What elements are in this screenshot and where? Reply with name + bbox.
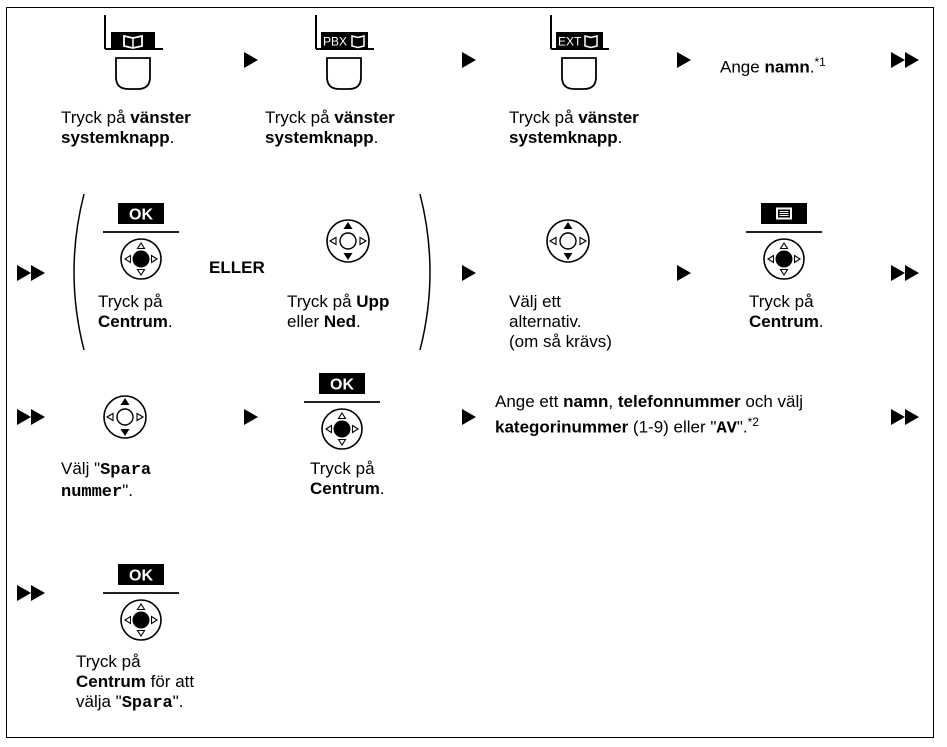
menu-key-center-press-icon — [746, 203, 822, 280]
arrow-right-icon — [462, 265, 476, 281]
step-8-text: Välj "Spara nummer". — [61, 459, 152, 502]
step-1-text: Tryck på vänster systemknapp. — [61, 108, 191, 147]
double-arrow-right-icon — [891, 409, 919, 425]
step-5-text: Tryck på Centrum. — [98, 292, 173, 331]
step-9-text: Tryck på Centrum. — [310, 459, 385, 498]
ok-label: OK — [129, 207, 153, 224]
left-soft-key-phonebook-icon — [104, 15, 163, 90]
ok-key-center-press-icon: OK — [103, 564, 179, 641]
ok-label: OK — [330, 377, 354, 394]
step-10-text: Ange ett namn, telefonnummer och välj ka… — [495, 392, 804, 439]
double-arrow-right-icon — [17, 265, 45, 281]
navigator-up-down-icon — [326, 219, 370, 263]
left-soft-key-pbx-phonebook-icon: PBX — [315, 15, 374, 90]
instruction-frame — [6, 7, 934, 738]
arrow-right-icon — [462, 52, 476, 68]
double-arrow-right-icon — [17, 409, 45, 425]
ok-label: OK — [129, 568, 153, 585]
arrow-right-icon — [244, 52, 258, 68]
left-soft-key-ext-phonebook-icon: EXT — [550, 15, 609, 90]
step-11-text: Tryck på Centrum för att välja "Spara". — [76, 652, 195, 713]
left-parenthesis-icon — [73, 193, 85, 351]
ok-key-center-press-icon: OK — [103, 203, 179, 280]
double-arrow-right-icon — [891, 265, 919, 281]
arrow-right-icon — [677, 52, 691, 68]
arrow-right-icon — [677, 265, 691, 281]
navigator-up-down-icon — [103, 395, 147, 439]
step-3-text: Tryck på vänster systemknapp. — [509, 108, 639, 147]
ext-label: EXT — [558, 35, 582, 49]
or-label: ELLER — [209, 258, 265, 277]
double-arrow-right-icon — [891, 52, 919, 68]
step-6-text: Välj ett alternativ. (om så krävs) — [509, 292, 612, 351]
navigator-up-down-icon — [546, 219, 590, 263]
pbx-label: PBX — [323, 35, 347, 49]
step-5b-text: Tryck på Upp eller Ned. — [287, 292, 390, 331]
arrow-right-icon — [462, 409, 476, 425]
right-parenthesis-icon — [419, 193, 431, 351]
ok-key-center-press-icon: OK — [304, 373, 380, 450]
step-4-text: Ange namn.*1 — [720, 55, 826, 77]
arrow-right-icon — [244, 409, 258, 425]
step-2-text: Tryck på vänster systemknapp. — [265, 108, 395, 147]
step-7-text: Tryck på Centrum. — [749, 292, 824, 331]
double-arrow-right-icon — [17, 585, 45, 601]
